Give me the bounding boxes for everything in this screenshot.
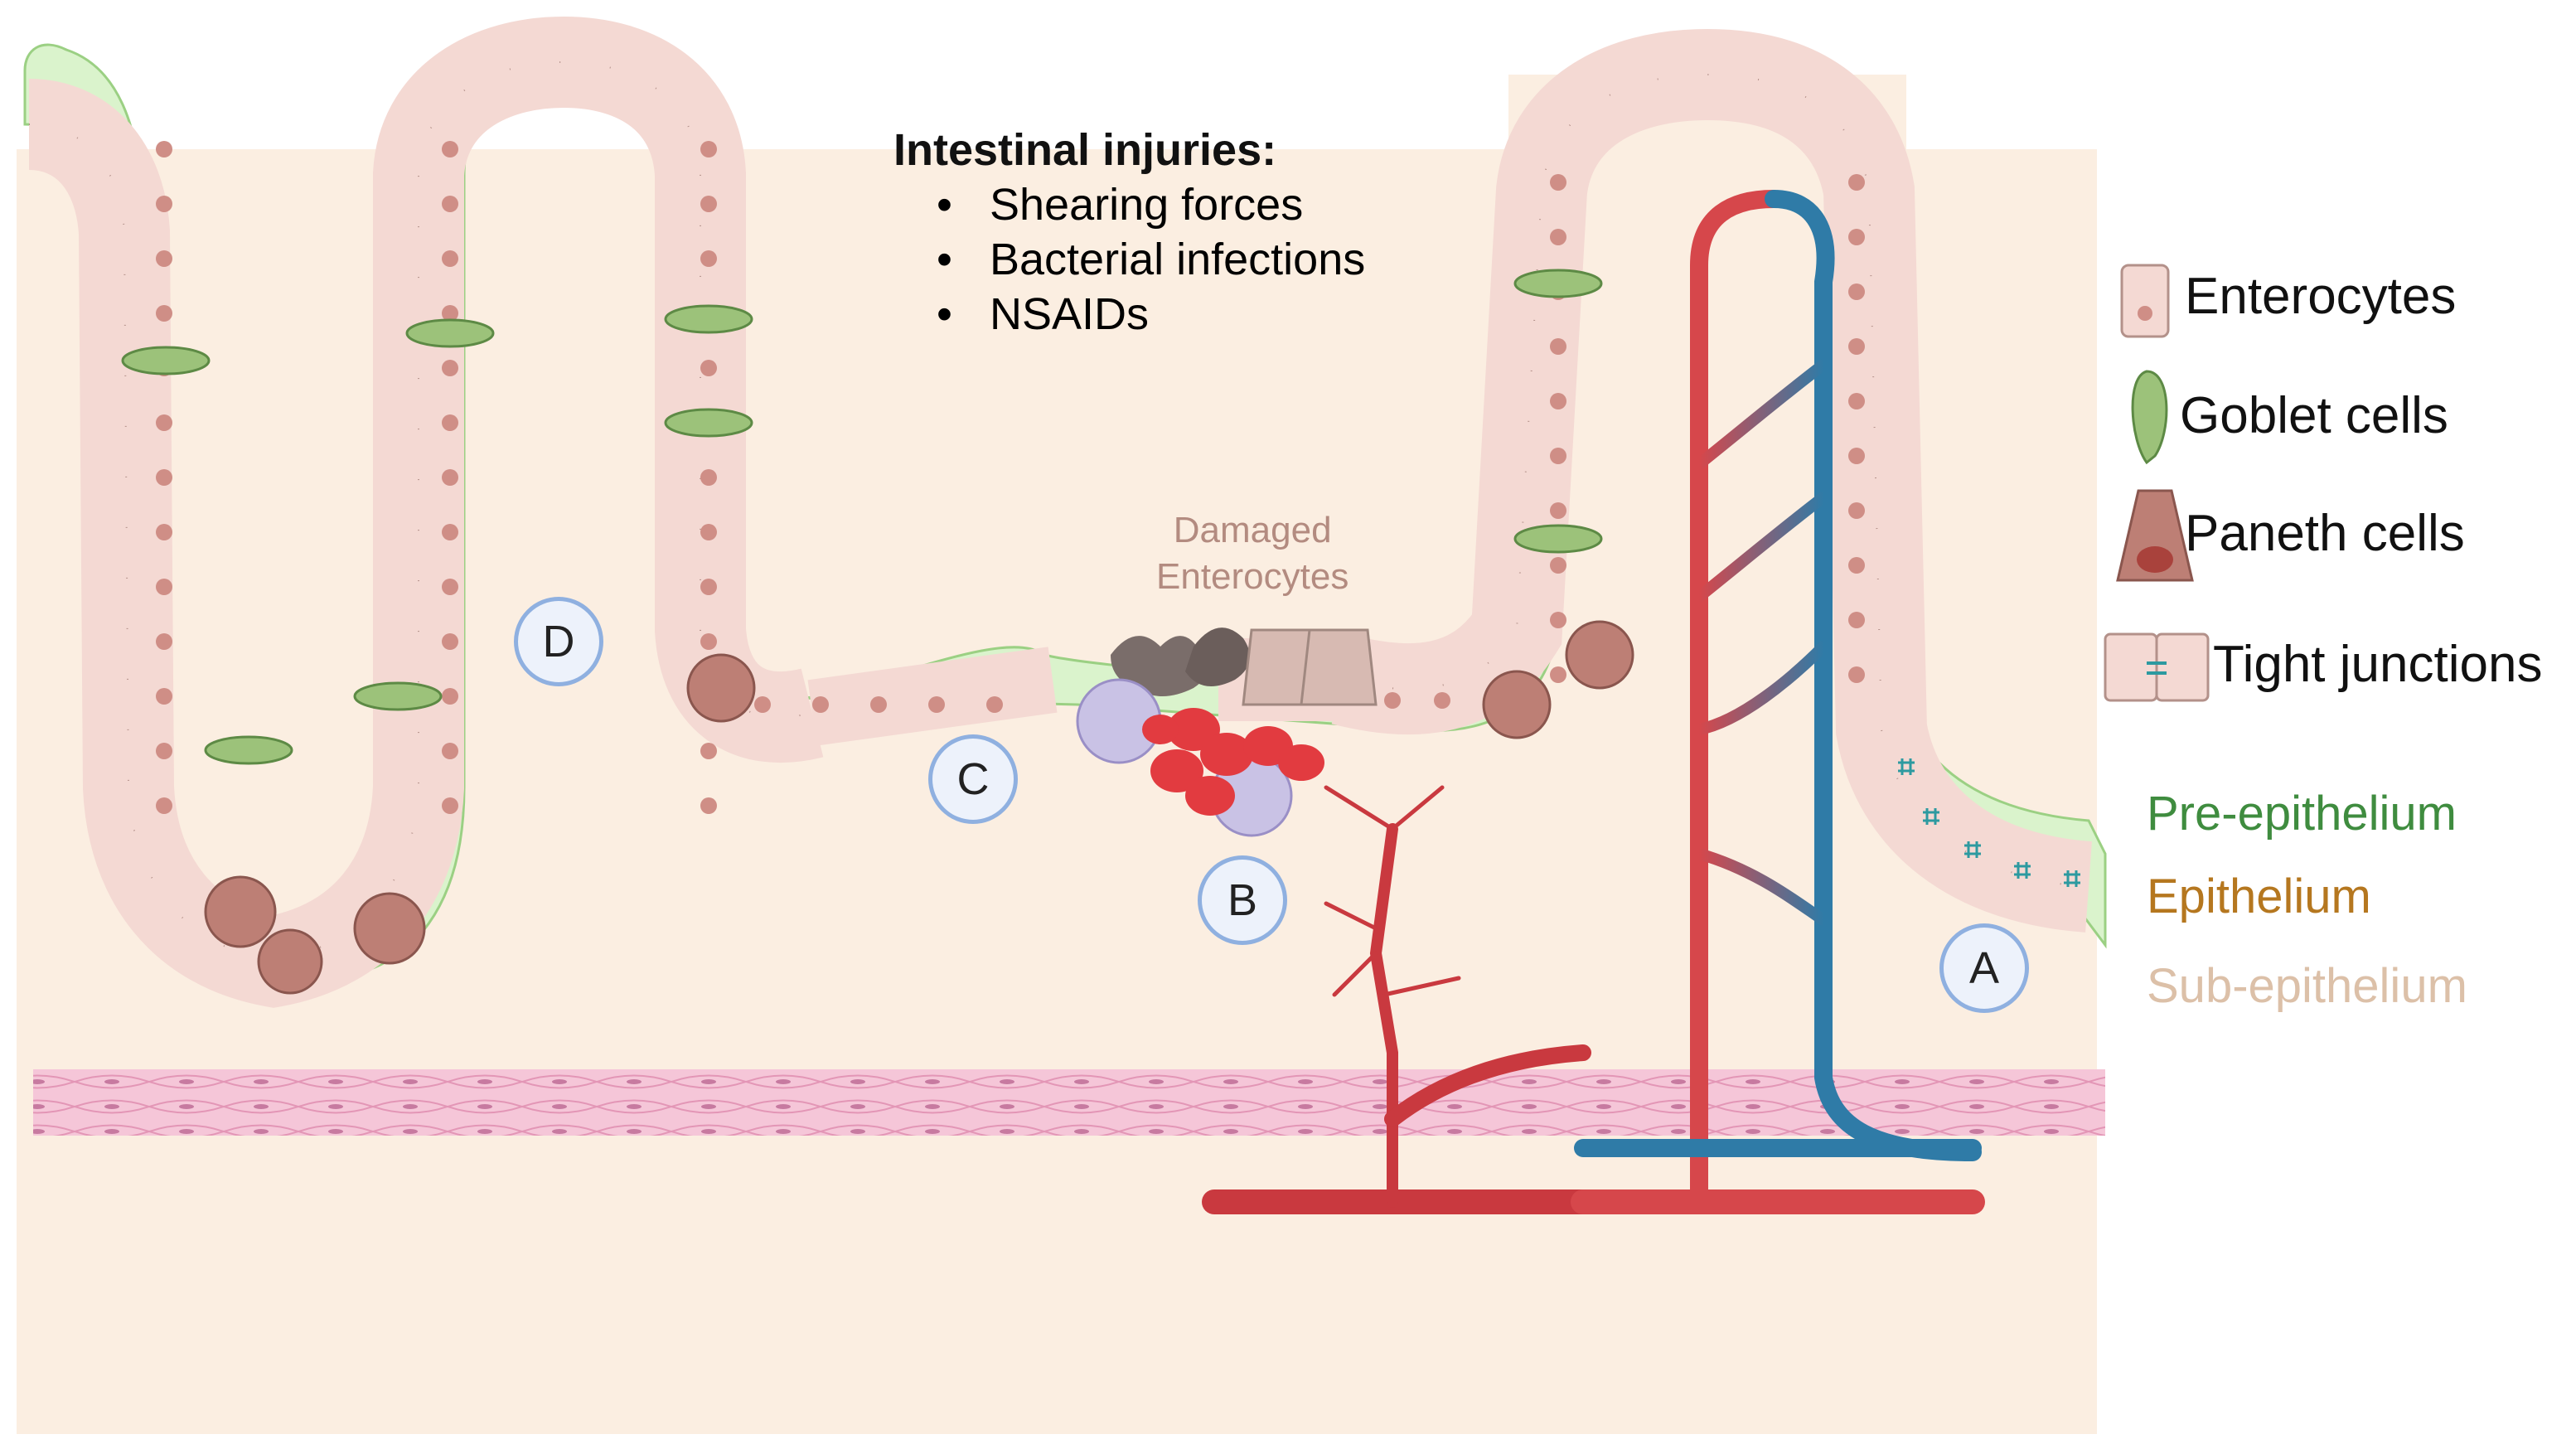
legend-tight-junctions-label: Tight junctions [2213, 636, 2543, 693]
nucleus [1550, 557, 1566, 574]
nucleus [928, 696, 945, 713]
nucleus [156, 688, 172, 705]
nucleus [700, 196, 717, 212]
nucleus [156, 305, 172, 322]
legend-goblet-icon [2131, 370, 2168, 465]
nucleus [442, 688, 458, 705]
nucleus [156, 633, 172, 650]
injury-item: Shearing forces [937, 177, 1365, 232]
inflammation-cells [1076, 678, 1324, 837]
tight-junction-marks [1898, 758, 2080, 887]
nucleus [1550, 448, 1566, 464]
nucleus [156, 797, 172, 814]
capillary-loop [1571, 190, 1985, 1214]
nucleus [156, 469, 172, 486]
injuries-list: Shearing forces Bacterial infections NSA… [937, 177, 1365, 342]
legend-paneth-icon [2116, 489, 2194, 582]
marker-b: B [1198, 855, 1287, 945]
damaged-enterocytes-label: Damaged Enterocytes [1156, 507, 1349, 600]
nucleus [442, 250, 458, 267]
paneth-cells [204, 620, 1634, 995]
marker-d: D [514, 597, 603, 686]
nucleus [1550, 338, 1566, 355]
nucleus [1848, 448, 1865, 464]
legend-paneth-label: Paneth cells [2185, 505, 2465, 562]
nucleus [442, 633, 458, 650]
legend-enterocyte-icon [2120, 264, 2170, 338]
nucleus [700, 743, 717, 759]
nucleus [700, 797, 717, 814]
nucleus [442, 196, 458, 212]
nucleus [442, 360, 458, 376]
nucleus [1550, 612, 1566, 628]
tissue-base [17, 149, 2097, 1434]
nucleus [442, 579, 458, 595]
arteriole-branch [1202, 785, 1595, 1214]
nucleus [1848, 174, 1865, 191]
nucleus [700, 524, 717, 540]
epithelium-right-villus [1331, 28, 2093, 933]
nucleus [1848, 612, 1865, 628]
nucleus [442, 797, 458, 814]
nucleus [1848, 338, 1865, 355]
nucleus [1848, 557, 1865, 574]
nucleus [442, 743, 458, 759]
muscularis-layer [33, 1069, 2105, 1136]
nucleus [1848, 666, 1865, 683]
nucleus [1848, 229, 1865, 245]
nucleus [1550, 502, 1566, 519]
epithelium-left-villus [27, 16, 824, 1008]
nucleus [700, 360, 717, 376]
nucleus [156, 743, 172, 759]
layer-sub-epithelium-label: Sub-epithelium [2147, 959, 2467, 1013]
marker-a: A [1939, 923, 2029, 1013]
nucleus [700, 579, 717, 595]
nucleus [754, 696, 771, 713]
layer-pre-epithelium-label: Pre-epithelium [2147, 787, 2457, 841]
nucleus [1848, 502, 1865, 519]
marker-c: C [928, 734, 1018, 824]
nucleus [700, 250, 717, 267]
nucleus [700, 633, 717, 650]
nucleus [156, 250, 172, 267]
nucleus [156, 141, 172, 157]
damaged-label-line2: Enterocytes [1156, 556, 1349, 597]
epithelium-flat [807, 647, 1058, 746]
legend-tight-junction-icon [2104, 632, 2210, 702]
injuries-title: Intestinal injuries: [893, 125, 1277, 175]
nucleus [442, 141, 458, 157]
legend-enterocytes-label: Enterocytes [2185, 268, 2457, 325]
nucleus [442, 305, 458, 322]
nucleus [442, 469, 458, 486]
nucleus [1550, 666, 1566, 683]
injury-item: NSAIDs [937, 287, 1365, 342]
nucleus [1848, 283, 1865, 300]
nucleus [1550, 393, 1566, 409]
nucleus [156, 196, 172, 212]
nucleus [156, 524, 172, 540]
nucleus [442, 414, 458, 431]
nucleus [1434, 692, 1450, 709]
nucleus [700, 141, 717, 157]
layer-epithelium-label: Epithelium [2147, 870, 2371, 923]
nucleus [1550, 174, 1566, 191]
damaged-enterocytes [1111, 627, 1378, 706]
nucleus [812, 696, 829, 713]
nucleus [156, 414, 172, 431]
nucleus [1384, 692, 1401, 709]
damaged-label-line1: Damaged [1173, 510, 1332, 550]
injury-item: Bacterial infections [937, 232, 1365, 287]
nucleus [986, 696, 1003, 713]
nucleus [700, 469, 717, 486]
nucleus [1848, 393, 1865, 409]
legend-goblet-label: Goblet cells [2180, 387, 2448, 444]
nucleus [870, 696, 887, 713]
nucleus [1550, 229, 1566, 245]
nucleus [156, 579, 172, 595]
nucleus [442, 524, 458, 540]
goblet-cells [121, 269, 1603, 765]
